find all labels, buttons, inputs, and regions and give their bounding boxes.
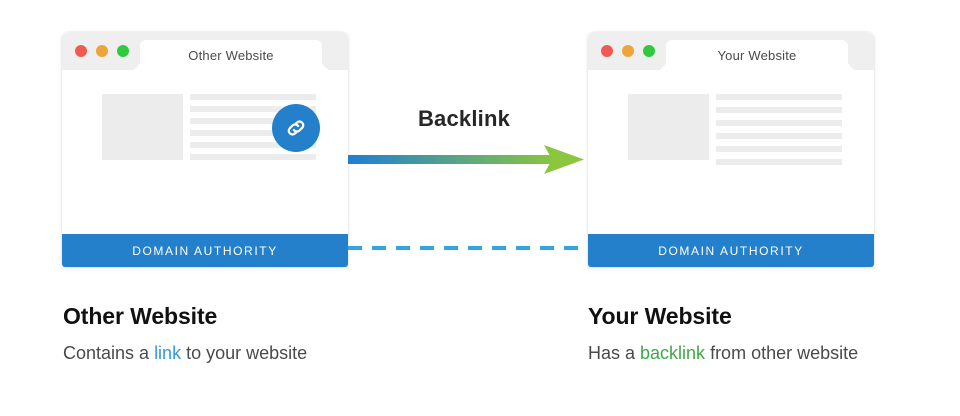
image-placeholder	[628, 94, 709, 160]
browser-titlebar: Your Website	[588, 32, 874, 70]
link-icon	[287, 120, 305, 136]
text-line	[716, 159, 842, 165]
domain-authority-bar: DOMAIN AUTHORITY	[62, 234, 348, 267]
image-placeholder	[102, 94, 183, 160]
browser-titlebar: Other Website	[62, 32, 348, 70]
domain-authority-label: DOMAIN AUTHORITY	[658, 243, 804, 258]
text-line	[190, 130, 316, 136]
caption-prefix: Has a	[588, 343, 641, 363]
text-line	[190, 154, 316, 160]
traffic-light-buttons	[75, 45, 129, 57]
text-line	[190, 106, 316, 112]
browser-tab-label: Your Website	[717, 47, 797, 63]
backlink-label: Backlink	[417, 106, 511, 131]
caption-subtitle: Has a backlink from other website	[588, 343, 960, 364]
text-line	[716, 107, 842, 113]
caption-other-website: Other Website Contains a link to your we…	[63, 303, 483, 364]
text-line	[190, 142, 316, 148]
browser-tab-label: Other Website	[188, 47, 274, 63]
domain-authority-bar: DOMAIN AUTHORITY	[588, 234, 874, 267]
caption-highlight-link[interactable]: link	[154, 343, 182, 363]
text-line	[716, 120, 842, 126]
caption-prefix: Contains a	[63, 343, 155, 363]
arrow-head	[544, 145, 584, 174]
text-line	[716, 146, 842, 152]
maximize-dot-icon[interactable]	[643, 45, 655, 57]
caption-title: Your Website	[588, 303, 732, 329]
text-line	[716, 94, 842, 100]
browser-window-your-website: Your Website DOMAIN AUTHORITY	[588, 32, 874, 267]
arrow-shaft	[348, 155, 556, 164]
caption-title: Other Website	[63, 303, 218, 329]
text-line	[190, 94, 316, 100]
domain-authority-label: DOMAIN AUTHORITY	[132, 243, 278, 258]
backlink-arrow	[348, 143, 588, 177]
caption-subtitle: Contains a link to your website	[63, 343, 483, 364]
page-content-area	[62, 70, 348, 234]
caption-highlight-backlink[interactable]: backlink	[640, 343, 706, 363]
page-content-area	[588, 70, 874, 234]
text-placeholder-lines	[190, 94, 316, 160]
browser-tab-your-website[interactable]: Your Website	[666, 40, 848, 70]
text-line	[716, 133, 842, 139]
text-placeholder-lines	[716, 94, 842, 172]
link-badge[interactable]	[272, 104, 320, 152]
maximize-dot-icon[interactable]	[117, 45, 129, 57]
browser-tab-other-website[interactable]: Other Website	[140, 40, 322, 70]
text-line	[190, 118, 316, 124]
domain-authority-connector	[348, 246, 588, 250]
caption-your-website: Your Website Has a backlink from other w…	[588, 303, 960, 364]
traffic-light-buttons	[601, 45, 655, 57]
caption-suffix: from other website	[705, 343, 859, 363]
close-dot-icon[interactable]	[601, 45, 613, 57]
browser-window-other-website: Other Website	[62, 32, 348, 267]
minimize-dot-icon[interactable]	[622, 45, 634, 57]
minimize-dot-icon[interactable]	[96, 45, 108, 57]
caption-suffix: to your website	[181, 343, 308, 363]
close-dot-icon[interactable]	[75, 45, 87, 57]
